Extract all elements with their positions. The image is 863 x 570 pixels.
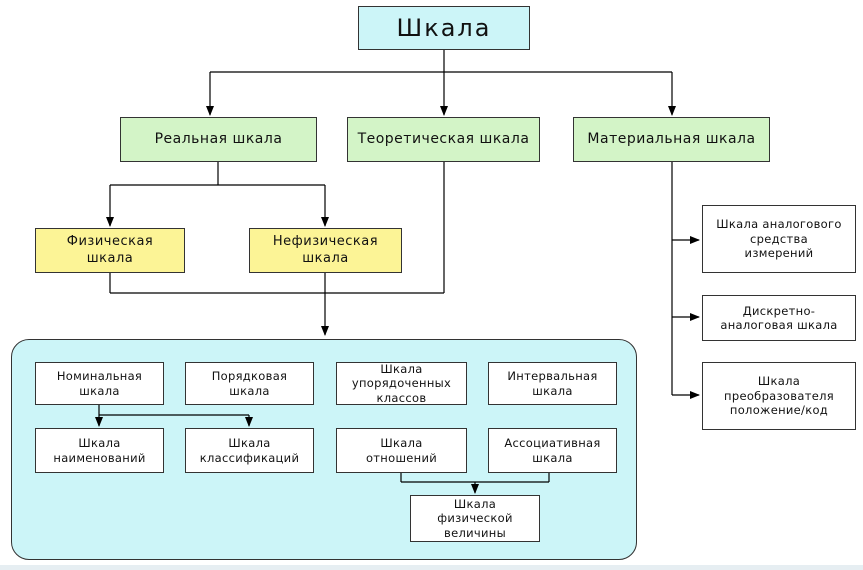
position-code-converter-scale-box: Шкала преобразователя положение/код <box>702 362 856 430</box>
interval-scale-box: Интервальная шкала <box>488 362 617 405</box>
relations-scale-box: Шкала отношений <box>336 428 467 473</box>
theoretical-scale-box: Теоретическая шкала <box>347 117 540 162</box>
physical-scale-box: Физическая шкала <box>35 228 185 273</box>
associative-scale-box: Ассоциативная шкала <box>488 428 617 473</box>
ordered-classes-scale-box: Шкала упорядоченных классов <box>336 362 467 405</box>
discrete-analog-scale-box: Дискретно- аналоговая шкала <box>702 295 856 341</box>
physical-quantity-scale-box: Шкала физической величины <box>410 495 540 542</box>
nonphysical-scale-box: Нефизическая шкала <box>249 228 402 273</box>
root-scale-box: Шкала <box>358 6 530 50</box>
bottom-strip <box>0 565 863 570</box>
analog-instrument-scale-box: Шкала аналогового средства измерений <box>702 205 856 273</box>
nominal-scale-box: Номинальная шкала <box>35 362 164 405</box>
real-scale-box: Реальная шкала <box>120 117 317 162</box>
ordinal-scale-box: Порядковая шкала <box>185 362 314 405</box>
names-scale-box: Шкала наименований <box>35 428 164 473</box>
material-scale-box: Материальная шкала <box>573 117 770 162</box>
classifications-scale-box: Шкала классификаций <box>185 428 314 473</box>
